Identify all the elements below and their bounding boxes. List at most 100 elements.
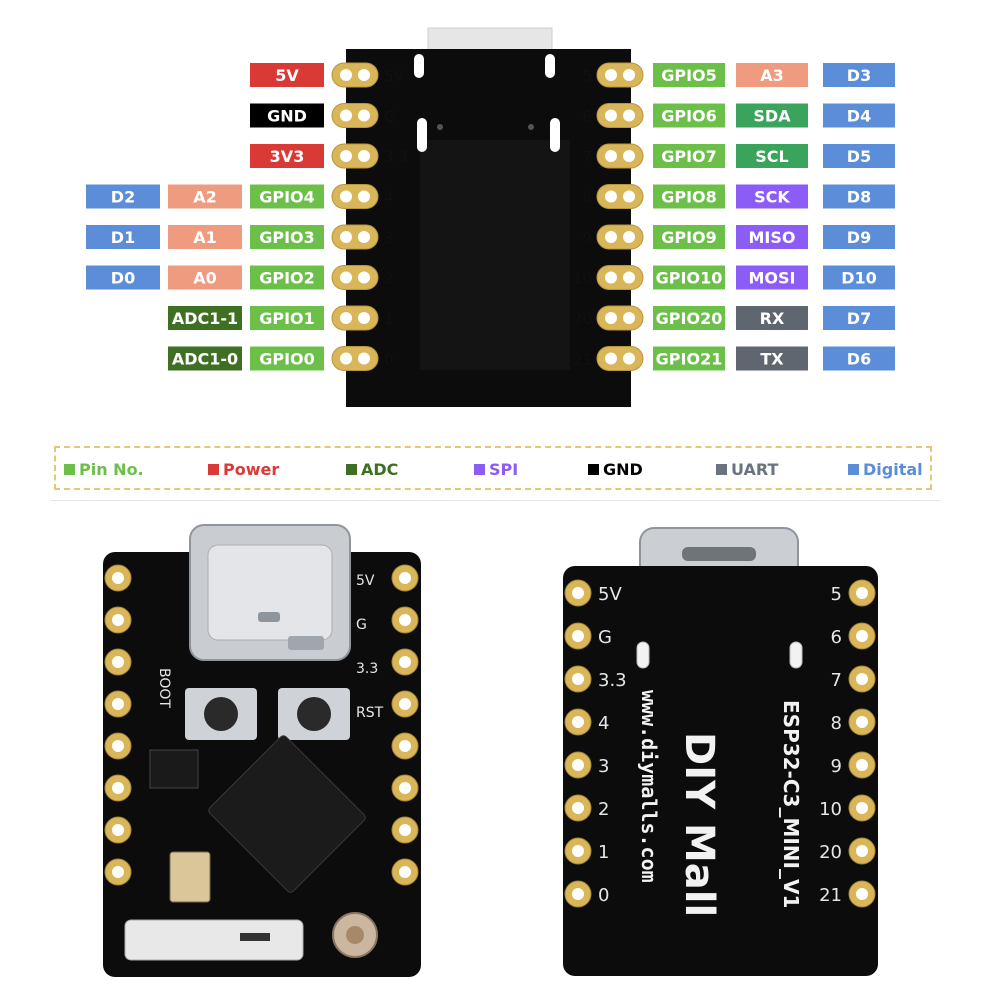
back-pad-right-hole xyxy=(856,888,868,900)
mount-slot xyxy=(636,641,650,669)
left-analog-label: A1 xyxy=(168,225,242,249)
button-right-cap xyxy=(297,697,331,731)
left-power-label-bg xyxy=(250,144,324,168)
right-gpio-label-bg xyxy=(653,184,725,209)
right-pin-header-1-hole xyxy=(623,109,635,122)
left-pin-header-6-pad xyxy=(331,305,379,331)
right-gpio-label-bg xyxy=(653,265,725,290)
regulator xyxy=(149,749,199,789)
back-pad-left xyxy=(564,794,592,822)
mount-slot xyxy=(550,118,560,152)
front-pad-right-hole xyxy=(399,656,411,668)
front-pad-right xyxy=(391,816,419,844)
right-pin-header-6-hole xyxy=(605,312,617,324)
front-pad-left xyxy=(104,732,132,760)
left-gpio-label-bg xyxy=(250,346,324,371)
back-pad-left-hole xyxy=(572,673,584,685)
left-gpio-label-bg xyxy=(250,306,324,330)
button-left-cap xyxy=(204,697,238,731)
right-func-label-bg xyxy=(736,103,808,128)
left-digital-label-bg xyxy=(86,184,160,209)
right-digital-label-bg xyxy=(823,306,895,330)
back-silk-right: 6 xyxy=(831,627,842,648)
back-silk-left: 0 xyxy=(598,885,609,906)
left-power-label-text: GND xyxy=(267,107,307,126)
back-silk-right: 7 xyxy=(831,670,842,691)
back-pad-right xyxy=(848,837,876,865)
legend-item: GND xyxy=(588,462,643,478)
right-pin-header-0-hole xyxy=(605,69,617,81)
back-pad-right xyxy=(848,622,876,650)
front-pad-right xyxy=(391,774,419,802)
left-adc-label-bg xyxy=(168,306,242,330)
right-pin-number: 9 xyxy=(582,229,592,247)
right-pin-header-3-hole xyxy=(605,190,617,203)
back-silk-right: 20 xyxy=(819,842,842,863)
right-pin-number: 7 xyxy=(582,148,592,166)
right-func-label: SDA xyxy=(736,103,808,128)
board-shadow-block xyxy=(420,140,570,370)
left-digital-label-text: D2 xyxy=(111,188,135,207)
left-pin-header-6 xyxy=(331,305,379,331)
mount-slot xyxy=(414,54,424,78)
front-pad-right-hole xyxy=(399,740,411,752)
left-digital-label-bg xyxy=(86,225,160,249)
back-pad-right xyxy=(848,880,876,908)
right-pin-header-7 xyxy=(596,346,644,371)
front-pad-right-hole xyxy=(399,572,411,584)
left-pin-number: G xyxy=(384,108,396,126)
right-func-label-bg xyxy=(736,306,808,330)
right-digital-label-bg xyxy=(823,184,895,209)
right-digital-label-bg xyxy=(823,265,895,290)
right-func-label-bg xyxy=(736,144,808,168)
right-func-label-text: MISO xyxy=(749,228,796,247)
legend-swatch xyxy=(474,464,485,475)
front-pad-right xyxy=(391,732,419,760)
board-dot xyxy=(528,124,534,130)
left-gpio-label-text: GPIO1 xyxy=(259,309,315,328)
right-digital-label-text: D3 xyxy=(847,66,871,85)
right-pin-header-7-pad xyxy=(596,346,644,371)
back-pad-right-hole xyxy=(856,587,868,599)
front-pad-left xyxy=(104,690,132,718)
left-gpio-label-text: GPIO3 xyxy=(259,228,315,247)
right-pin-header-0-pad xyxy=(596,62,644,88)
back-silk-left: 1 xyxy=(598,842,609,863)
left-gpio-label-bg xyxy=(250,184,324,209)
front-pad-left xyxy=(104,606,132,634)
right-digital-label-bg xyxy=(823,225,895,249)
back-pad-right xyxy=(848,708,876,736)
right-gpio-label: GPIO5 xyxy=(653,63,725,87)
right-gpio-label-text: GPIO5 xyxy=(661,66,717,85)
left-adc-label-bg xyxy=(168,346,242,371)
left-pin-header-7-pad xyxy=(331,346,379,371)
right-gpio-label: GPIO8 xyxy=(653,184,725,209)
right-func-label-text: MOSI xyxy=(749,269,796,288)
right-pin-header-6 xyxy=(596,305,644,331)
legend-label: GND xyxy=(603,460,643,479)
left-gpio-label: GPIO0 xyxy=(250,346,324,371)
left-pin-header-0 xyxy=(331,62,379,88)
right-pin-header-6-hole xyxy=(623,312,635,324)
right-func-label-text: RX xyxy=(760,309,785,328)
left-gpio-label-bg xyxy=(250,225,324,249)
right-pin-number: 5 xyxy=(582,67,592,85)
right-gpio-label-bg xyxy=(653,346,725,371)
front-silk-label: 3.3 xyxy=(356,661,378,677)
left-adc-label: ADC1-0 xyxy=(168,346,242,371)
legend-swatch xyxy=(64,464,75,475)
left-pin-header-0-hole xyxy=(358,69,370,81)
front-pad-left-hole xyxy=(112,614,124,626)
board-back-pcb xyxy=(563,566,878,976)
front-pad-left-hole xyxy=(112,782,124,794)
right-func-label-bg xyxy=(736,63,808,87)
back-pad-left-hole xyxy=(572,630,584,642)
right-pin-header-5 xyxy=(596,265,644,290)
back-pad-left xyxy=(564,622,592,650)
esp32-chip xyxy=(208,735,366,893)
left-analog-label: A2 xyxy=(168,184,242,209)
right-digital-label-bg xyxy=(823,63,895,87)
left-adc-label-text: ADC1-1 xyxy=(172,309,238,328)
